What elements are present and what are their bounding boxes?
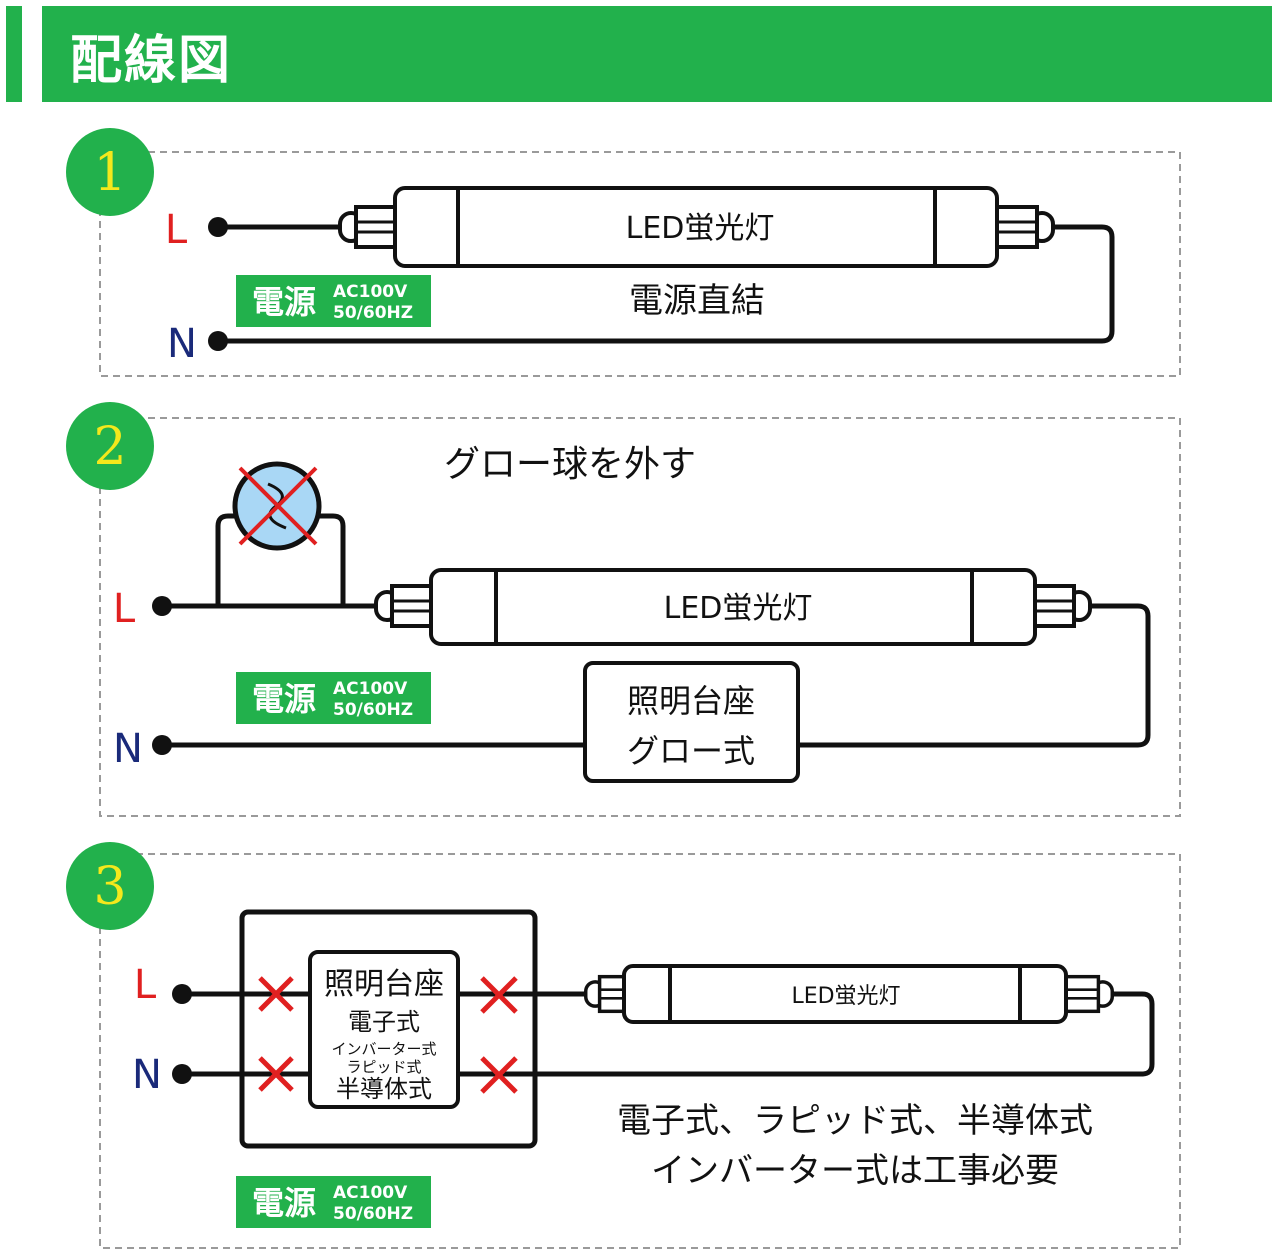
power-voltage: AC100V — [333, 679, 408, 699]
led-tube-label: LED蛍光灯 — [664, 591, 813, 626]
power-label: 電源 — [252, 680, 316, 718]
cross-mark-icon — [258, 976, 294, 1012]
note-line-2: インバーター式は工事必要 — [651, 1151, 1059, 1191]
section-1-badge — [66, 128, 154, 216]
terminal-n-label: N — [132, 1052, 162, 1098]
cross-mark-icon — [258, 1056, 294, 1092]
section-2: 2 グロー球を外す L N LED蛍光灯 電源 — [66, 402, 1181, 817]
power-source-badge: 電源 AC100V 50/60HZ — [236, 1176, 431, 1228]
section-3: 3 L N 照明台座 電子式 インバーター式 ラピッド式 半導体式 — [66, 842, 1181, 1249]
wires — [218, 224, 1115, 344]
led-tube: LED蛍光灯 — [584, 964, 1114, 1024]
led-tube-label: LED蛍光灯 — [626, 211, 775, 246]
section-3-frame — [99, 853, 1181, 1249]
fixture-box-electronic: 照明台座 電子式 インバーター式 ラピッド式 半導体式 — [308, 950, 460, 1109]
power-label: 電源 — [252, 1184, 316, 1222]
power-frequency: 50/60HZ — [333, 700, 413, 720]
terminal-n-label: N — [167, 321, 197, 367]
fixture-box-glow: 照明台座 グロー式 — [583, 661, 800, 783]
fixture-type-inverter: インバーター式 — [331, 1040, 436, 1058]
led-tube: LED蛍光灯 — [338, 186, 1055, 268]
terminal-l-label: L — [113, 586, 136, 632]
caption-direct-connection: 電源直結 — [629, 281, 765, 321]
fixture-type-electronic: 電子式 — [348, 1008, 420, 1036]
led-tube-label: LED蛍光灯 — [791, 984, 900, 1009]
section-1-frame — [99, 151, 1181, 377]
cross-mark-icon — [480, 1056, 518, 1094]
terminal-n-dot — [208, 331, 228, 351]
cut-marks — [258, 976, 518, 1094]
fixture-type-label: グロー式 — [627, 732, 755, 770]
section-2-number: 2 — [93, 417, 126, 477]
section-1: 1 L N LED蛍光灯 電源 AC100V 50/60HZ 電源直結 — [66, 128, 1181, 377]
power-label: 電源 — [252, 283, 316, 321]
section-1-number: 1 — [93, 143, 126, 203]
fixture-label: 照明台座 — [324, 967, 444, 1002]
note-line-1: 電子式、ラピッド式、半導体式 — [617, 1101, 1093, 1141]
section-3-badge — [66, 842, 154, 930]
terminal-l-dot — [152, 596, 172, 616]
header-accent-bar — [6, 6, 22, 102]
terminal-l-label: L — [165, 207, 188, 253]
power-frequency: 50/60HZ — [333, 303, 413, 323]
fixture-type-semiconductor: 半導体式 — [336, 1075, 432, 1103]
glow-starter-removed — [232, 461, 322, 551]
power-frequency: 50/60HZ — [333, 1204, 413, 1224]
fixture-label: 照明台座 — [627, 682, 755, 720]
section-2-frame — [99, 417, 1181, 817]
power-voltage: AC100V — [333, 1183, 408, 1203]
terminal-n-dot — [152, 735, 172, 755]
page-title: 配線図 — [70, 30, 233, 91]
section-2-badge — [66, 402, 154, 490]
terminal-n-label: N — [113, 726, 143, 772]
power-source-badge: 電源 AC100V 50/60HZ — [236, 672, 431, 724]
cross-mark-icon — [480, 976, 518, 1014]
header-bar — [42, 6, 1272, 102]
terminal-l-dot — [172, 984, 192, 1004]
section-3-number: 3 — [93, 857, 126, 917]
led-tube: LED蛍光灯 — [374, 568, 1092, 646]
wires — [182, 909, 1155, 1149]
terminal-n-dot — [172, 1064, 192, 1084]
power-voltage: AC100V — [333, 282, 408, 302]
fixture-type-rapid: ラピッド式 — [346, 1058, 421, 1076]
terminal-l-dot — [208, 217, 228, 237]
terminal-l-label: L — [134, 962, 157, 1008]
power-source-badge: 電源 AC100V 50/60HZ — [236, 275, 431, 327]
caption-remove-glow-starter: グロー球を外す — [444, 444, 696, 485]
